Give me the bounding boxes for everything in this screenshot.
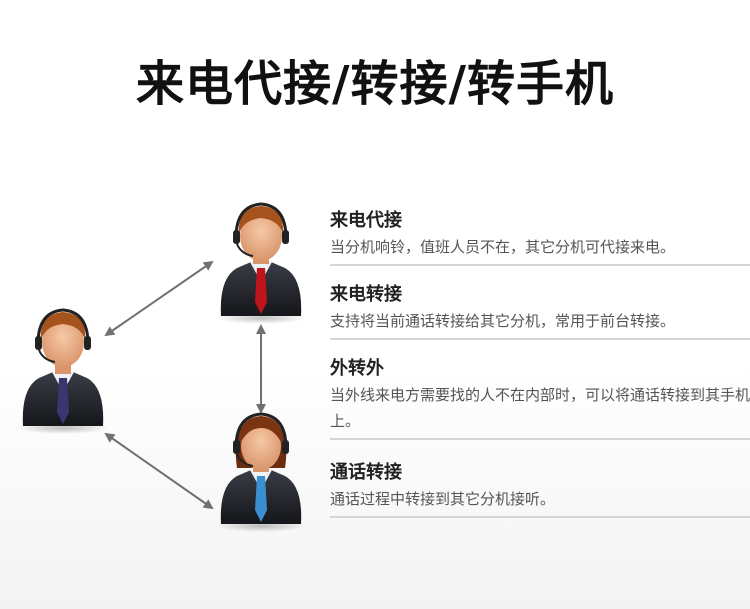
feature-title: 通话转接 xyxy=(330,462,402,483)
feature-description: 通话过程中转接到其它分机接听。 xyxy=(330,490,556,508)
feature-item-external-forward: 外转外 当外线来电方需要找的人不在内部时，可以将通话转接到其手机上。 xyxy=(330,356,750,440)
operator-top-avatar xyxy=(215,202,307,324)
arrow-left-to-top xyxy=(104,260,214,337)
feature-description: 当外线来电方需要找的人不在内部时，可以将通话转接到其手机上。 xyxy=(330,386,750,430)
feature-item-in-call-transfer: 通话转接 通话过程中转接到其它分机接听。 xyxy=(330,460,750,518)
feature-title: 来电代接 xyxy=(330,210,402,231)
feature-description: 支持将当前通话转接给其它分机，常用于前台转接。 xyxy=(330,312,676,330)
page-title: 来电代接/转接/转手机 xyxy=(135,56,615,112)
operator-left-avatar xyxy=(17,308,109,434)
arrow-left-to-bottom xyxy=(104,432,214,510)
feature-item-call-transfer: 来电转接 支持将当前通话转接给其它分机，常用于前台转接。 xyxy=(330,282,750,340)
feature-title: 外转外 xyxy=(330,358,384,379)
operator-bottom-avatar xyxy=(215,412,307,532)
feature-item-call-pickup: 来电代接 当分机响铃，值班人员不在，其它分机可代接来电。 xyxy=(330,208,750,266)
feature-description: 当分机响铃，值班人员不在，其它分机可代接来电。 xyxy=(330,238,676,256)
feature-title: 来电转接 xyxy=(330,284,402,305)
